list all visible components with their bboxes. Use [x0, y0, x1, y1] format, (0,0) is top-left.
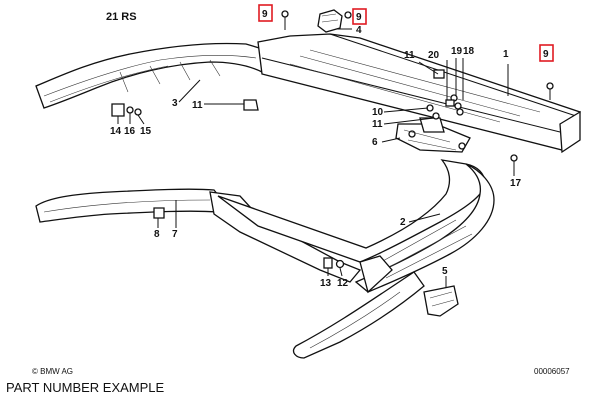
fasteners-13-12 [323, 257, 345, 277]
beam-fastener-stack [433, 58, 464, 116]
nut-11-left [243, 99, 259, 111]
clip-group-14-16-15 [111, 103, 145, 125]
callout-8: 8 [154, 229, 160, 240]
callout-9-top-right: 9 [356, 12, 362, 23]
callout-15: 15 [140, 126, 152, 137]
bolt-17 [510, 154, 518, 170]
copyright-text: © BMW AG [32, 367, 73, 376]
callout-13: 13 [320, 278, 332, 289]
part-4-top-bracket [317, 9, 343, 33]
part-5-plate [423, 285, 459, 317]
drawing-number: 00006057 [534, 367, 570, 376]
callout-7: 7 [172, 229, 178, 240]
callout-3: 3 [172, 98, 178, 109]
callout-2: 2 [400, 217, 406, 228]
highlight-box-9-top-right [352, 8, 367, 25]
diagram-code: 21 RS [106, 11, 137, 23]
fasteners-10-11 [426, 104, 440, 120]
part-1-upper-beam [257, 33, 581, 154]
part-6-mount-bracket [395, 117, 471, 153]
part-3-side-trim [35, 42, 267, 109]
part-number-example-caption: PART NUMBER EXAMPLE [6, 380, 165, 395]
highlight-box-9-right [539, 44, 554, 62]
callout-19: 19 [451, 46, 463, 57]
callout-16: 16 [124, 126, 136, 137]
callout-14: 14 [110, 126, 122, 137]
callout-9-top-left: 9 [262, 9, 268, 20]
leader-lines [157, 28, 515, 288]
callout-11-left: 11 [192, 100, 203, 111]
callout-12: 12 [337, 278, 349, 289]
callout-4: 4 [356, 25, 362, 36]
part-2-bumper-cover [217, 159, 495, 294]
callout-5: 5 [442, 266, 448, 277]
callout-18: 18 [463, 46, 475, 57]
callout-11-upper: 11 [404, 50, 415, 61]
callout-6: 6 [372, 137, 378, 148]
callout-1: 1 [503, 49, 509, 60]
lower-rubber-strip [292, 271, 425, 359]
callout-11-mid: 11 [372, 119, 383, 130]
callout-10: 10 [372, 107, 384, 118]
clip-8 [153, 207, 165, 226]
callout-9-right: 9 [543, 49, 549, 60]
callout-17: 17 [510, 178, 522, 189]
top-fasteners [281, 10, 554, 100]
highlight-box-9-top-left [258, 4, 273, 22]
callout-20: 20 [428, 50, 440, 61]
